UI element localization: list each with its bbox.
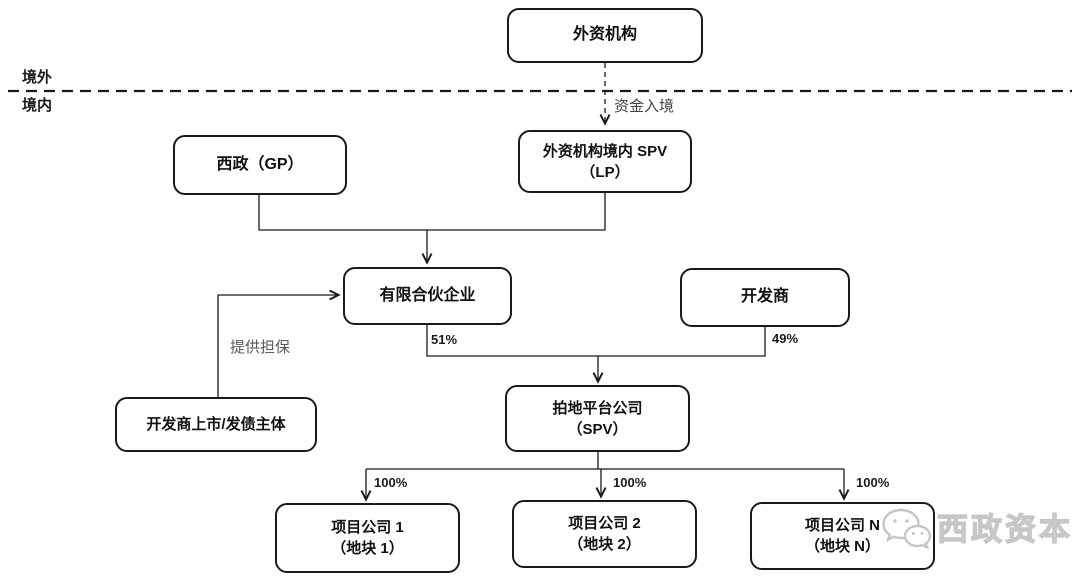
node-project-company-2: 项目公司 2 （地块 2） [512,500,697,568]
node-project-company-n: 项目公司 N （地块 N） [750,502,935,570]
node-foreign-institution: 外资机构 [507,8,703,63]
node-label-line2: （地块 N） [804,538,880,555]
node-label: 开发商 [740,288,789,306]
label-onshore: 境内 [22,97,53,114]
label-developer-stake-49: 49% [772,331,799,346]
label-project-2-stake: 100% [613,475,647,490]
node-label-line1: 拍地平台公司 [552,399,643,417]
node-label: 外资机构 [572,26,637,44]
node-label-line1: 项目公司 1 [331,519,404,536]
node-label: 西政（GP） [216,155,304,173]
edge-gp-lp-join [258,193,606,231]
label-project-n-stake: 100% [856,475,890,490]
node-onshore-spv: 外资机构境内 SPV （LP） [518,130,692,193]
node-label-line2: （地块 1） [331,540,404,557]
label-guarantee: 提供担保 [230,339,291,356]
node-label: 开发商上市/发债主体 [146,416,286,433]
label-offshore: 境外 [22,69,53,86]
node-label-line2: （LP） [580,163,630,181]
edge-stakes-join [426,325,766,357]
node-label-line2: （SPV） [567,420,628,438]
node-developer-listed-entity: 开发商上市/发债主体 [115,397,317,452]
node-project-company-1: 项目公司 1 （地块 1） [275,503,460,573]
label-project-1-stake: 100% [374,475,408,490]
label-capital-inbound: 资金入境 [614,98,675,115]
node-label-line1: 外资机构境内 SPV [542,142,668,160]
label-partnership-stake-51: 51% [431,332,458,347]
node-gp: 西政（GP） [173,135,347,195]
node-land-platform-spv: 拍地平台公司 （SPV） [505,385,690,452]
node-limited-partnership: 有限合伙企业 [343,267,512,325]
node-label-line1: 项目公司 N [804,517,880,534]
node-label-line2: （地块 2） [568,536,641,553]
node-label: 有限合伙企业 [379,286,476,304]
node-label-line1: 项目公司 2 [568,515,641,532]
edge-guarantee [217,295,338,397]
node-developer: 开发商 [680,268,850,327]
